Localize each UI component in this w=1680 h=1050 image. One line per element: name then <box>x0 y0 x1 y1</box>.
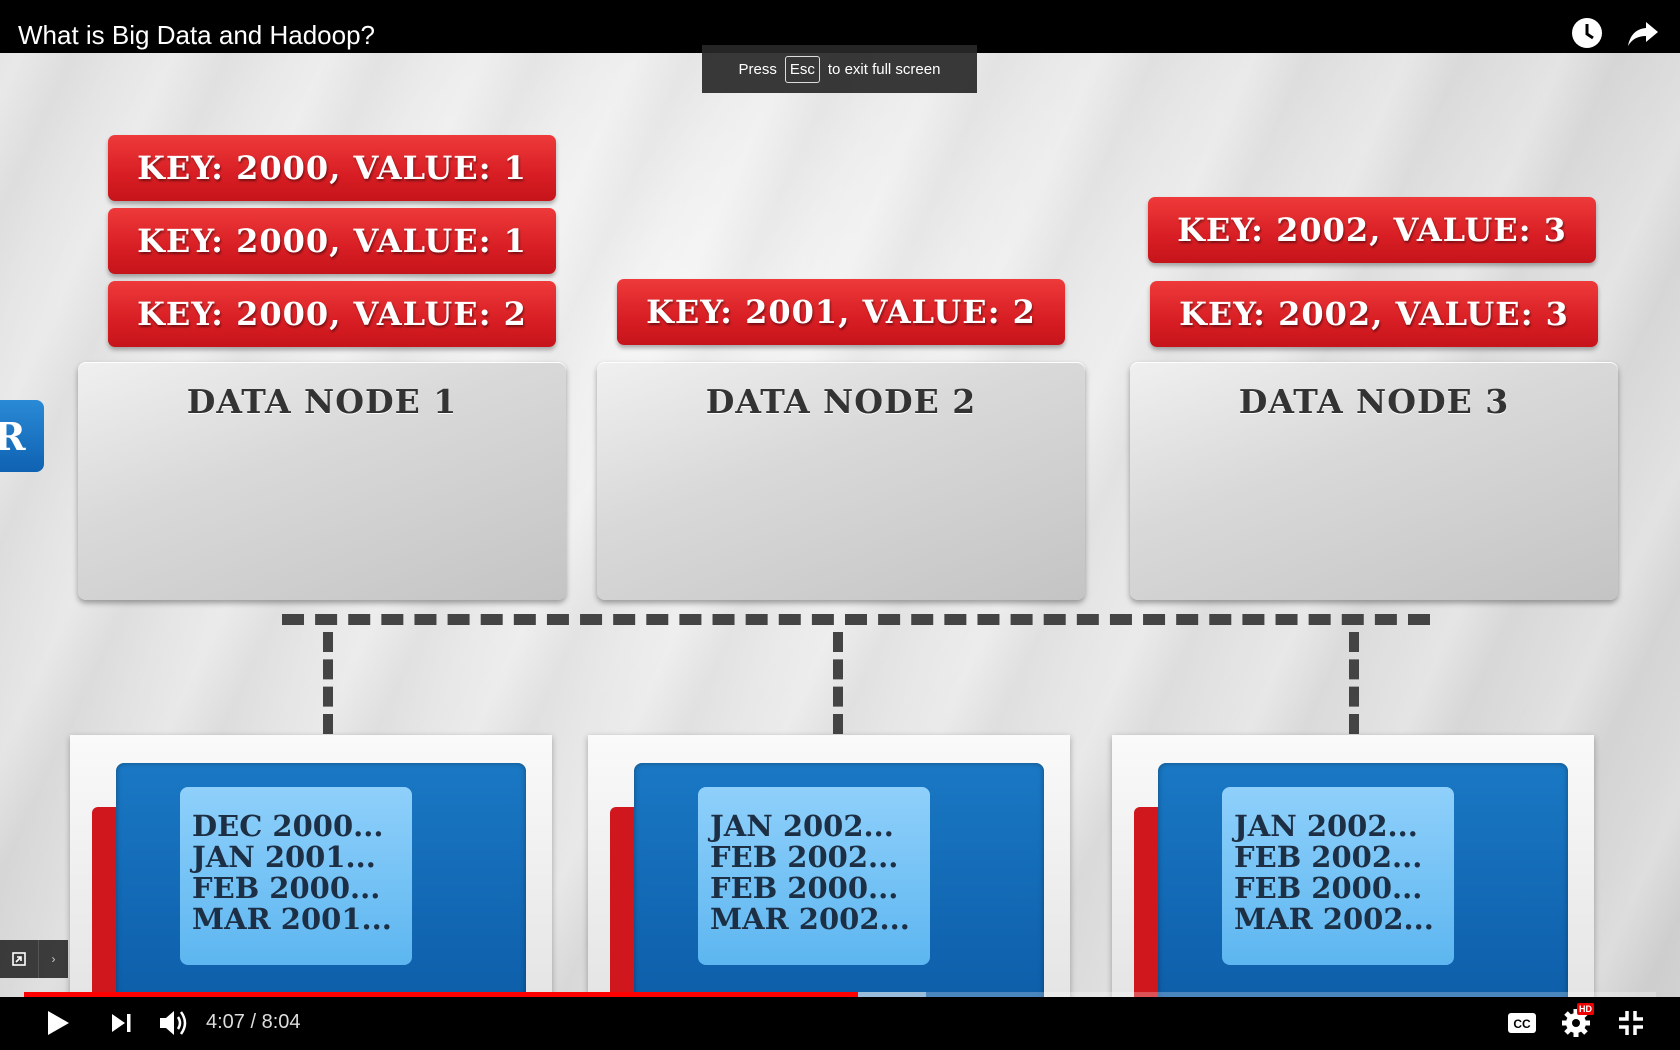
data-document: DEC 2000...JAN 2001... FEB 2000...MAR 20… <box>180 787 412 965</box>
title-bar: What is Big Data and Hadoop? <box>0 0 1680 53</box>
progress-bar[interactable] <box>24 992 1656 997</box>
svg-text:CC: CC <box>1513 1017 1531 1031</box>
exit-fullscreen-button[interactable] <box>1612 1003 1650 1043</box>
volume-button[interactable] <box>154 1003 194 1043</box>
computer-1: DEC 2000...JAN 2001... FEB 2000...MAR 20… <box>70 735 552 1013</box>
player-controls: 4:07 / 8:04 CC HD <box>0 997 1680 1050</box>
play-icon <box>48 1011 69 1035</box>
data-document: JAN 2002...FEB 2002... FEB 2000...MAR 20… <box>698 787 930 965</box>
share-icon[interactable] <box>1626 16 1660 50</box>
next-icon <box>112 1014 131 1032</box>
data-document: JAN 2002...FEB 2002... FEB 2000...MAR 20… <box>1222 787 1454 965</box>
data-node-1: DATA NODE 1 <box>78 362 566 600</box>
computer-2: JAN 2002...FEB 2002... FEB 2000...MAR 20… <box>588 735 1070 1013</box>
computer-screen: JAN 2002...FEB 2002... FEB 2000...MAR 20… <box>1158 763 1568 1013</box>
exit-fullscreen-icon <box>1619 1011 1643 1035</box>
key-value-tag: KEY: 2001, VALUE: 2 <box>617 279 1065 345</box>
chevron-right-icon: › <box>51 952 56 966</box>
hd-badge: HD <box>1577 1003 1594 1015</box>
key-value-tag: KEY: 2000, VALUE: 2 <box>108 281 556 347</box>
key-value-tag: KEY: 2002, VALUE: 3 <box>1150 281 1598 347</box>
key-value-tag: KEY: 2002, VALUE: 3 <box>1148 197 1596 263</box>
computer-screen: DEC 2000...JAN 2001... FEB 2000...MAR 20… <box>116 763 526 1013</box>
data-node-3: DATA NODE 3 <box>1130 362 1618 600</box>
miniplayer-icon <box>0 940 39 978</box>
captions-icon: CC <box>1508 1013 1536 1033</box>
key-value-tag: KEY: 2000, VALUE: 1 <box>108 208 556 274</box>
key-value-tag: KEY: 2000, VALUE: 1 <box>108 135 556 201</box>
exit-fullscreen-hint: Press Esc to exit full screen <box>702 45 977 93</box>
computer-3: JAN 2002...FEB 2002... FEB 2000...MAR 20… <box>1112 735 1594 1013</box>
played-bar <box>24 992 858 997</box>
volume-icon <box>160 1011 187 1035</box>
side-badge: R <box>0 400 44 472</box>
data-node-label: DATA NODE 3 <box>1238 382 1510 421</box>
data-node-label: DATA NODE 2 <box>705 382 977 421</box>
captions-button[interactable]: CC <box>1504 1003 1540 1043</box>
computer-screen: JAN 2002...FEB 2002... FEB 2000...MAR 20… <box>634 763 1044 1013</box>
play-button[interactable] <box>40 1003 76 1043</box>
video-title[interactable]: What is Big Data and Hadoop? <box>18 20 375 50</box>
data-node-2: DATA NODE 2 <box>597 362 1085 600</box>
time-display: 4:07 / 8:04 <box>206 1011 301 1033</box>
esc-key-label: Esc <box>784 55 820 83</box>
watch-later-icon[interactable] <box>1570 16 1604 50</box>
miniplayer-button[interactable]: › <box>0 940 68 978</box>
network-drop-line <box>833 632 843 734</box>
network-drop-line <box>323 632 333 734</box>
network-line <box>282 614 1430 625</box>
next-button[interactable] <box>104 1003 138 1043</box>
data-node-label: DATA NODE 1 <box>186 382 458 421</box>
network-drop-line <box>1349 632 1359 734</box>
